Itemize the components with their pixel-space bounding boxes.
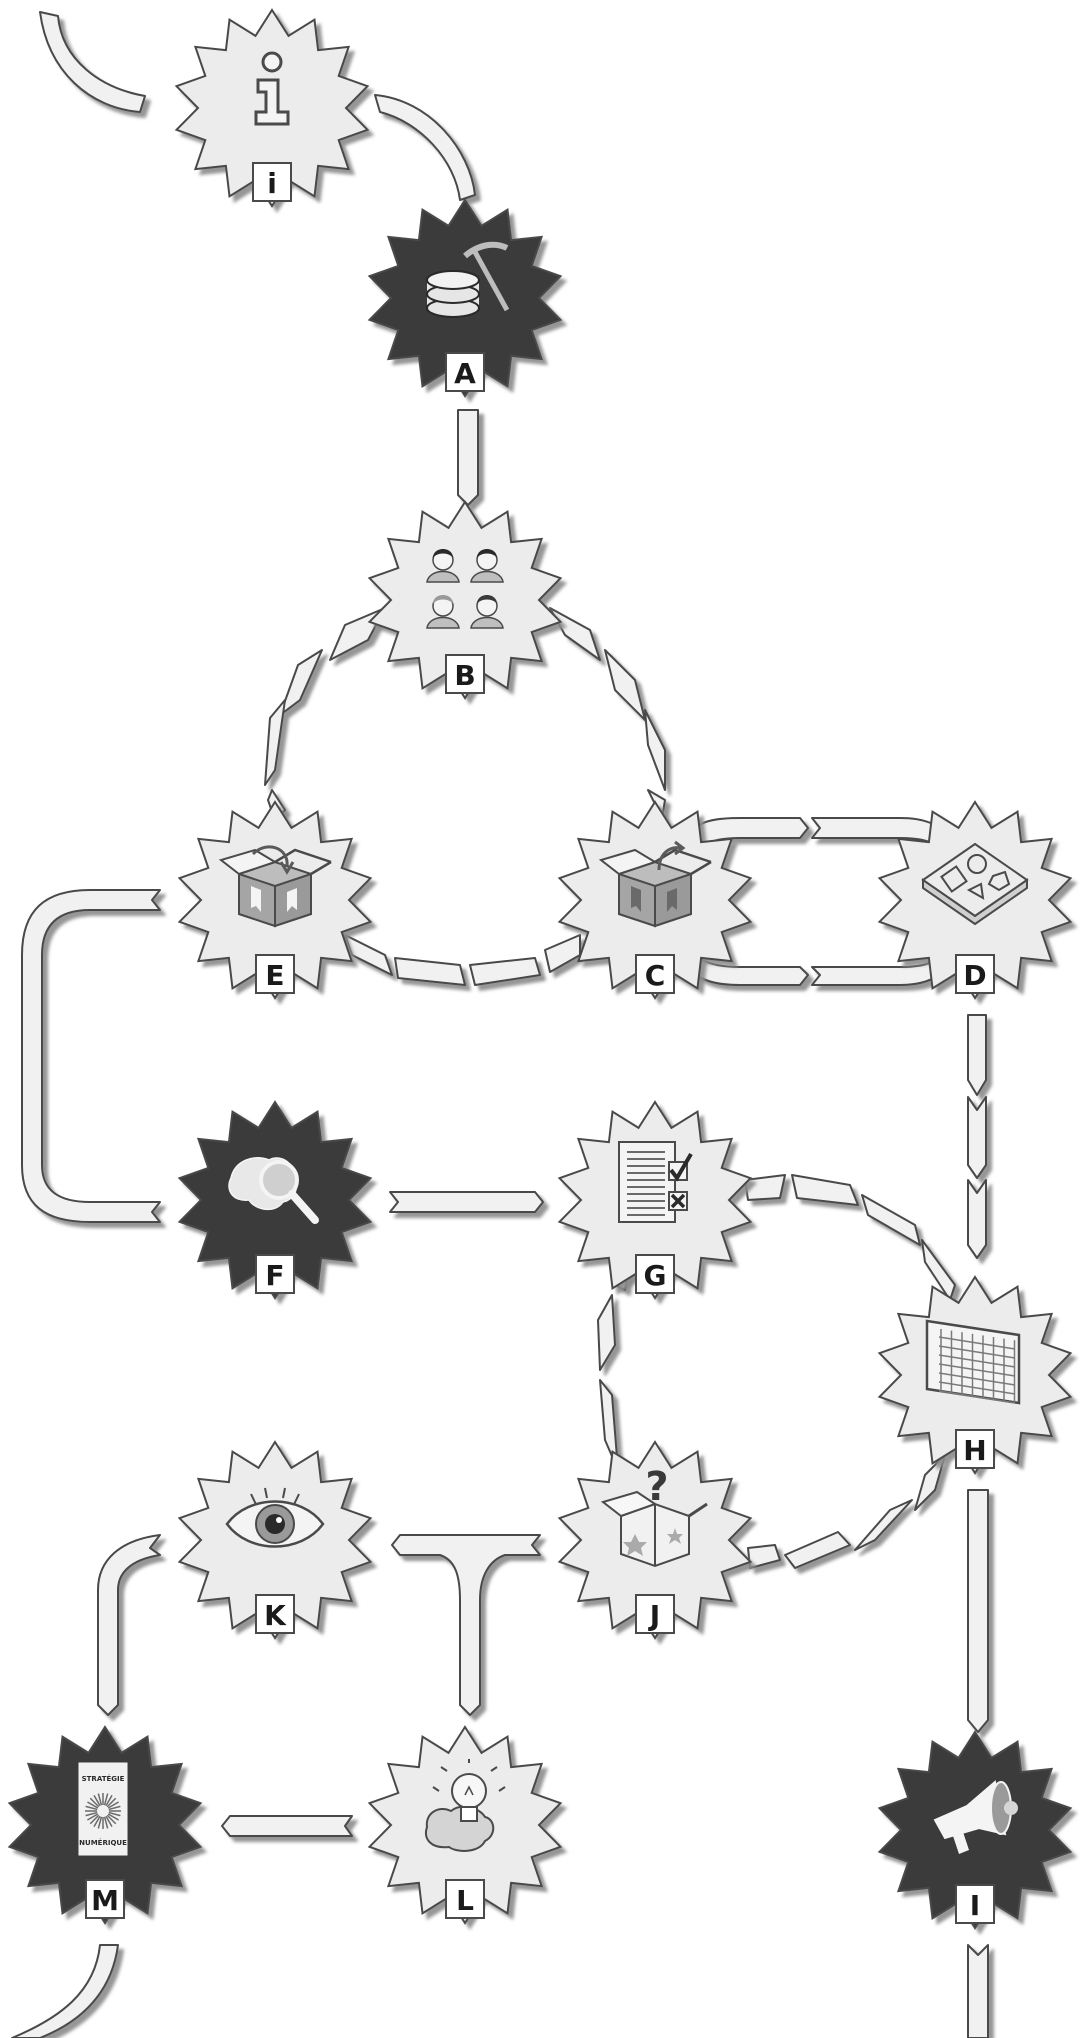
connector-h-to-j-3 <box>784 1531 851 1569</box>
connector-g-to-h-2 <box>791 1174 859 1206</box>
node-i: I <box>877 1730 1073 1930</box>
connector-g-to-h-1 <box>744 1174 786 1201</box>
connector-j-to-g-2 <box>597 1294 616 1371</box>
connector-e-to-c-2 <box>394 957 466 986</box>
connector-c-to-d-bottom-2 <box>811 959 946 986</box>
connector-e-to-c-3 <box>469 957 541 986</box>
node-label: i <box>267 167 277 200</box>
open-box-in-icon <box>218 845 332 928</box>
node-label: L <box>456 1884 474 1917</box>
node-label-box <box>445 654 485 694</box>
connector-d-to-h-3 <box>967 1179 987 1259</box>
svg-text:?: ? <box>645 1464 668 1510</box>
megaphone-icon <box>933 1780 1018 1854</box>
node-label-box <box>255 954 295 994</box>
node-l: L <box>367 1725 563 1925</box>
connector-i-to-a <box>374 94 476 201</box>
connector-f-to-g <box>389 1191 544 1213</box>
strategy-document-icon: STRATÉGIE NUMÉRIQUE <box>78 1762 128 1856</box>
connector-h-to-i <box>967 1489 989 1733</box>
connector-m-to-k <box>97 1534 161 1716</box>
connector-entry-to-i <box>39 11 146 113</box>
connector-e-to-c-1 <box>344 934 393 976</box>
node-label-box <box>85 1879 125 1919</box>
node-label-box <box>445 352 485 392</box>
node-star <box>367 500 563 700</box>
shape-sorter-icon <box>921 842 1029 926</box>
checklist-icon <box>618 1141 693 1223</box>
question-box-icon: ? <box>600 1464 708 1568</box>
data-mining-icon <box>426 241 510 318</box>
node-label: G <box>644 1259 667 1292</box>
node-label: K <box>264 1599 287 1632</box>
node-label-box <box>955 1884 995 1924</box>
info-icon <box>254 51 290 126</box>
node-j: ?J <box>557 1440 753 1640</box>
node-label-box <box>955 1429 995 1469</box>
node-f: F <box>177 1100 373 1300</box>
node-b: B <box>367 500 563 700</box>
connector-i-exit <box>967 1944 989 2038</box>
node-g: G <box>557 1100 753 1300</box>
calendar-grid-icon <box>925 1319 1021 1405</box>
connector-d-to-h-2 <box>967 1096 987 1179</box>
svg-text:STRATÉGIE: STRATÉGIE <box>82 1774 125 1783</box>
node-label: B <box>454 659 475 692</box>
node-label: E <box>265 959 284 992</box>
node-label-box <box>252 162 292 202</box>
node-k: K <box>177 1440 373 1640</box>
node-label-box <box>955 954 995 994</box>
node-c: C <box>557 800 753 1000</box>
connector-b-to-e-2 <box>279 649 323 716</box>
node-label-box <box>635 1254 675 1294</box>
connector-b-to-c-1 <box>549 607 601 661</box>
connector-h-to-j-2 <box>854 1499 913 1551</box>
node-label: F <box>265 1259 284 1292</box>
connector-e-to-c-4 <box>544 934 581 973</box>
connector-c-to-d-bottom-1 <box>689 959 809 986</box>
connector-l-to-m <box>221 1815 353 1837</box>
node-label: C <box>645 959 666 992</box>
connector-m-exit <box>11 1944 119 2038</box>
node-label-box <box>635 1594 675 1634</box>
node-d: D <box>877 800 1073 1000</box>
connector-j-to-g-1 <box>599 1379 619 1471</box>
connector-b-to-e-3 <box>264 699 286 786</box>
connector-d-to-h-1 <box>967 1014 987 1096</box>
connector-h-to-j-4 <box>747 1544 781 1569</box>
connector-a-to-b <box>457 409 479 506</box>
node-m: STRATÉGIE NUMÉRIQUE M <box>7 1725 203 1925</box>
open-box-out-icon <box>598 840 712 928</box>
connector-g-to-h-3 <box>861 1194 921 1246</box>
node-label: D <box>963 959 986 992</box>
node-label-box <box>255 1594 295 1634</box>
connector-h-to-j-1 <box>914 1454 946 1511</box>
idea-bulb-icon <box>425 1759 506 1852</box>
connector-e-to-f <box>21 889 161 1223</box>
node-label-box <box>445 1879 485 1919</box>
map-search-icon <box>228 1157 319 1224</box>
node-a: A <box>367 198 563 398</box>
node-e: E <box>177 800 373 1000</box>
svg-text:NUMÉRIQUE: NUMÉRIQUE <box>79 1838 127 1847</box>
node-label-box <box>635 954 675 994</box>
people-icon <box>426 549 504 629</box>
connector-layer <box>11 11 989 2038</box>
node-i: i <box>174 8 370 208</box>
connector-j-to-k-l <box>391 1534 541 1716</box>
connector-b-to-c-3 <box>644 709 666 791</box>
node-label: J <box>648 1599 660 1632</box>
node-label: I <box>970 1889 980 1922</box>
node-label: H <box>963 1434 986 1467</box>
node-h: H <box>877 1275 1073 1475</box>
node-label-box <box>255 1254 295 1294</box>
node-label: A <box>454 357 476 390</box>
eye-icon <box>225 1487 325 1548</box>
connector-b-to-c-2 <box>604 649 646 721</box>
node-label: M <box>91 1884 119 1917</box>
